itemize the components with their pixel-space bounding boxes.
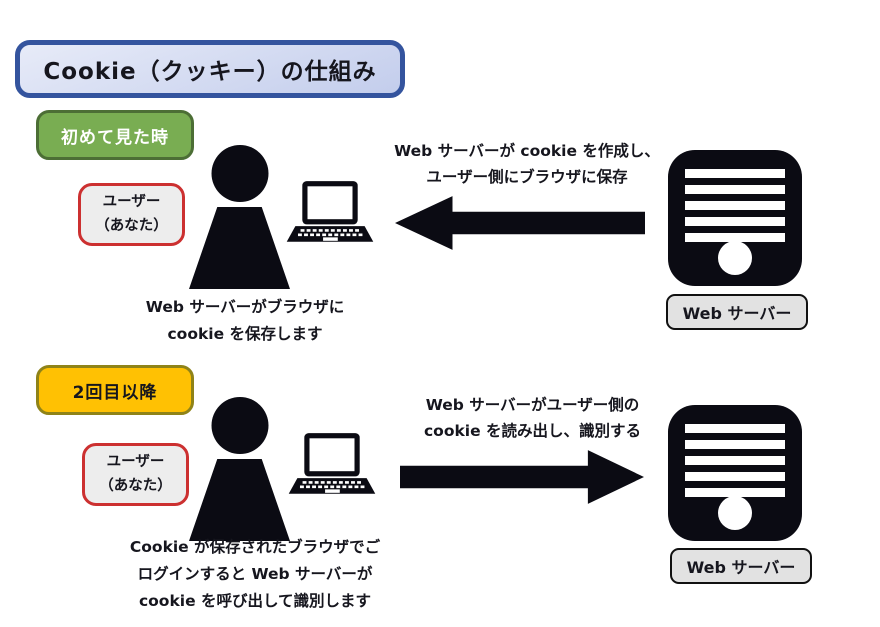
user-label: ユーザー （あなた） bbox=[82, 443, 189, 506]
caption-line3: cookie を呼び出して識別します bbox=[138, 592, 372, 610]
server-dot-shape bbox=[718, 496, 752, 530]
server-label-text: Web サーバー bbox=[682, 304, 792, 323]
arrow-right-icon bbox=[400, 450, 644, 504]
user-label-line1: ユーザー bbox=[106, 453, 165, 470]
arrow-caption-line2: ユーザー側にブラウザに保存 bbox=[426, 168, 628, 186]
person-head-shape bbox=[211, 145, 268, 202]
server-bars-shape bbox=[685, 424, 785, 497]
caption-line2: cookie を保存します bbox=[167, 325, 323, 343]
server-label-text: Web サーバー bbox=[686, 558, 796, 577]
user-label-line2: （あなた） bbox=[95, 217, 168, 234]
user-label-line1: ユーザー bbox=[102, 193, 161, 210]
server-bars-shape bbox=[685, 169, 785, 242]
laptop-icon bbox=[287, 432, 377, 500]
person-icon bbox=[189, 397, 290, 541]
user-label: ユーザー （あなた） bbox=[78, 183, 185, 246]
arrow-caption-line1: Web サーバーがユーザー側の bbox=[425, 396, 640, 414]
badge-first-visit-label: 初めて見た時 bbox=[61, 127, 169, 148]
server-icon bbox=[668, 405, 802, 541]
arrow-caption-first-visit: Web サーバーが cookie を作成し、 ユーザー側にブラウザに保存 bbox=[383, 138, 671, 190]
user-label-line2: （あなた） bbox=[99, 477, 172, 494]
person-body-shape bbox=[189, 207, 290, 289]
laptop-icon bbox=[285, 180, 375, 248]
caption-line2: ログインすると Web サーバーが bbox=[137, 565, 373, 583]
person-icon bbox=[189, 145, 290, 289]
server-label: Web サーバー bbox=[670, 548, 812, 584]
server-icon bbox=[668, 150, 802, 286]
person-head-shape bbox=[211, 397, 268, 454]
server-label: Web サーバー bbox=[666, 294, 808, 330]
arrow-caption-repeat-visit: Web サーバーがユーザー側の cookie を読み出し、識別する bbox=[390, 392, 675, 444]
caption-first-visit: Web サーバーがブラウザに cookie を保存します bbox=[110, 294, 380, 348]
caption-line1: Web サーバーがブラウザに bbox=[145, 298, 345, 316]
badge-first-visit: 初めて見た時 bbox=[36, 110, 194, 160]
arrow-caption-line2: cookie を読み出し、識別する bbox=[423, 422, 642, 440]
server-dot-shape bbox=[718, 241, 752, 275]
diagram-title: Cookie（クッキー）の仕組み bbox=[15, 40, 405, 98]
caption-repeat-visit: Cookie が保存されたブラウザでご ログインすると Web サーバーが co… bbox=[95, 534, 415, 615]
badge-repeat-visit: 2回目以降 bbox=[36, 365, 194, 415]
person-body-shape bbox=[189, 459, 290, 541]
arrow-caption-line1: Web サーバーが cookie を作成し、 bbox=[394, 142, 660, 160]
caption-line1: Cookie が保存されたブラウザでご bbox=[129, 538, 381, 556]
diagram-title-text: Cookie（クッキー）の仕組み bbox=[43, 59, 377, 85]
arrow-left-icon bbox=[395, 196, 645, 250]
badge-repeat-visit-label: 2回目以降 bbox=[72, 382, 158, 403]
